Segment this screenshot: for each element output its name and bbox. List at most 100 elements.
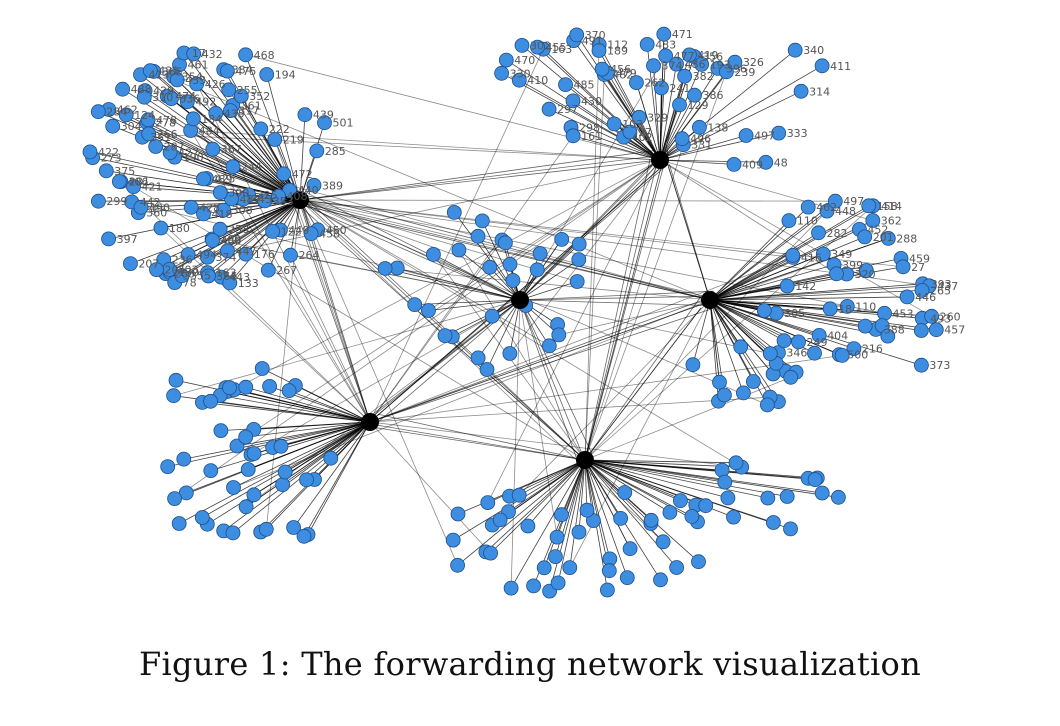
node-label: 422 bbox=[98, 146, 119, 159]
edge bbox=[584, 150, 669, 461]
edge bbox=[245, 421, 371, 508]
node-label: 340 bbox=[803, 44, 824, 57]
graph-node bbox=[662, 505, 678, 520]
node-label: 475 bbox=[235, 65, 256, 78]
graph-node bbox=[639, 37, 655, 52]
graph-node bbox=[834, 347, 850, 363]
node-label: 397 bbox=[117, 233, 138, 246]
edge bbox=[584, 459, 681, 501]
graph-node bbox=[776, 333, 792, 349]
edge bbox=[144, 90, 301, 201]
node-label: 158 bbox=[877, 200, 898, 213]
graph-node bbox=[160, 459, 176, 475]
graph-node bbox=[136, 89, 152, 105]
node-label: 413 bbox=[149, 69, 170, 82]
graph-node bbox=[815, 246, 831, 262]
edge bbox=[253, 421, 371, 430]
edge bbox=[584, 159, 651, 461]
edge bbox=[584, 150, 661, 461]
graph-node bbox=[726, 156, 742, 172]
graph-node bbox=[594, 61, 610, 77]
graph-node bbox=[259, 67, 275, 82]
graph-node bbox=[691, 554, 706, 570]
edge bbox=[570, 127, 661, 161]
edge bbox=[659, 159, 735, 165]
graph-node bbox=[736, 385, 751, 401]
figure-caption: Figure 1: The forwarding network visuali… bbox=[139, 645, 921, 683]
node-label: 374 bbox=[662, 60, 683, 73]
graph-node bbox=[425, 246, 441, 262]
node-label: 298 bbox=[579, 121, 600, 134]
node-label: 222 bbox=[269, 123, 290, 136]
edge bbox=[207, 159, 661, 258]
node-label: 194 bbox=[275, 69, 296, 82]
edge bbox=[692, 299, 711, 365]
node-label: 124 bbox=[134, 109, 155, 122]
edge bbox=[299, 122, 325, 201]
edge bbox=[709, 299, 774, 375]
graph-node bbox=[196, 171, 211, 187]
node-label: 409 bbox=[742, 158, 763, 171]
node-label: 428 bbox=[199, 201, 220, 214]
node-label: 110 bbox=[855, 300, 876, 313]
node-label: 479 bbox=[616, 67, 637, 80]
edge bbox=[519, 299, 558, 538]
node-label: 450 bbox=[326, 224, 347, 237]
graph-node bbox=[229, 438, 245, 454]
edge bbox=[228, 89, 301, 201]
edge bbox=[709, 264, 835, 301]
edge bbox=[299, 114, 306, 201]
graph-node bbox=[494, 65, 510, 81]
edge bbox=[561, 459, 586, 515]
edge bbox=[659, 61, 736, 161]
node-label: 399 bbox=[842, 259, 863, 272]
graph-node bbox=[208, 105, 224, 121]
graph-node bbox=[811, 225, 826, 241]
edge bbox=[377, 413, 586, 461]
graph-node bbox=[176, 451, 192, 467]
edge bbox=[659, 95, 695, 161]
graph-node bbox=[421, 303, 436, 318]
graph-node bbox=[727, 54, 743, 70]
graph-node bbox=[569, 27, 585, 43]
graph-node bbox=[600, 582, 615, 598]
graph-node bbox=[167, 491, 183, 507]
edge bbox=[519, 459, 586, 496]
edge bbox=[176, 79, 301, 201]
graph-node bbox=[91, 193, 106, 209]
edge bbox=[299, 199, 742, 468]
graph-node bbox=[781, 213, 797, 229]
node-label: 491 bbox=[582, 35, 603, 48]
node-label: 112 bbox=[607, 39, 628, 52]
graph-node bbox=[846, 341, 862, 357]
node-label: 249 bbox=[807, 336, 828, 349]
edge bbox=[369, 421, 742, 468]
edge bbox=[290, 255, 371, 423]
edge bbox=[299, 199, 550, 347]
graph-node bbox=[785, 247, 801, 263]
edge bbox=[584, 459, 742, 468]
edge bbox=[505, 242, 521, 301]
graph-node bbox=[746, 374, 761, 389]
edge bbox=[300, 193, 586, 461]
node-label: 501 bbox=[333, 117, 354, 130]
graph-node bbox=[437, 328, 453, 344]
graph-node bbox=[482, 259, 498, 275]
edge bbox=[659, 68, 719, 161]
edge bbox=[179, 421, 371, 524]
edge bbox=[299, 199, 930, 287]
graph-node bbox=[514, 38, 530, 53]
graph-node bbox=[238, 429, 254, 445]
graph-node bbox=[281, 383, 297, 399]
graph-node bbox=[565, 93, 581, 109]
edge bbox=[156, 199, 301, 270]
graph-node bbox=[267, 132, 283, 147]
graph-node bbox=[498, 52, 514, 68]
node-label: 459 bbox=[909, 252, 930, 265]
graph-node bbox=[377, 261, 393, 276]
graph-node bbox=[262, 378, 278, 394]
node-label: 452 bbox=[867, 223, 888, 236]
graph-node bbox=[133, 199, 149, 215]
edge bbox=[266, 74, 301, 201]
edge bbox=[659, 87, 662, 161]
